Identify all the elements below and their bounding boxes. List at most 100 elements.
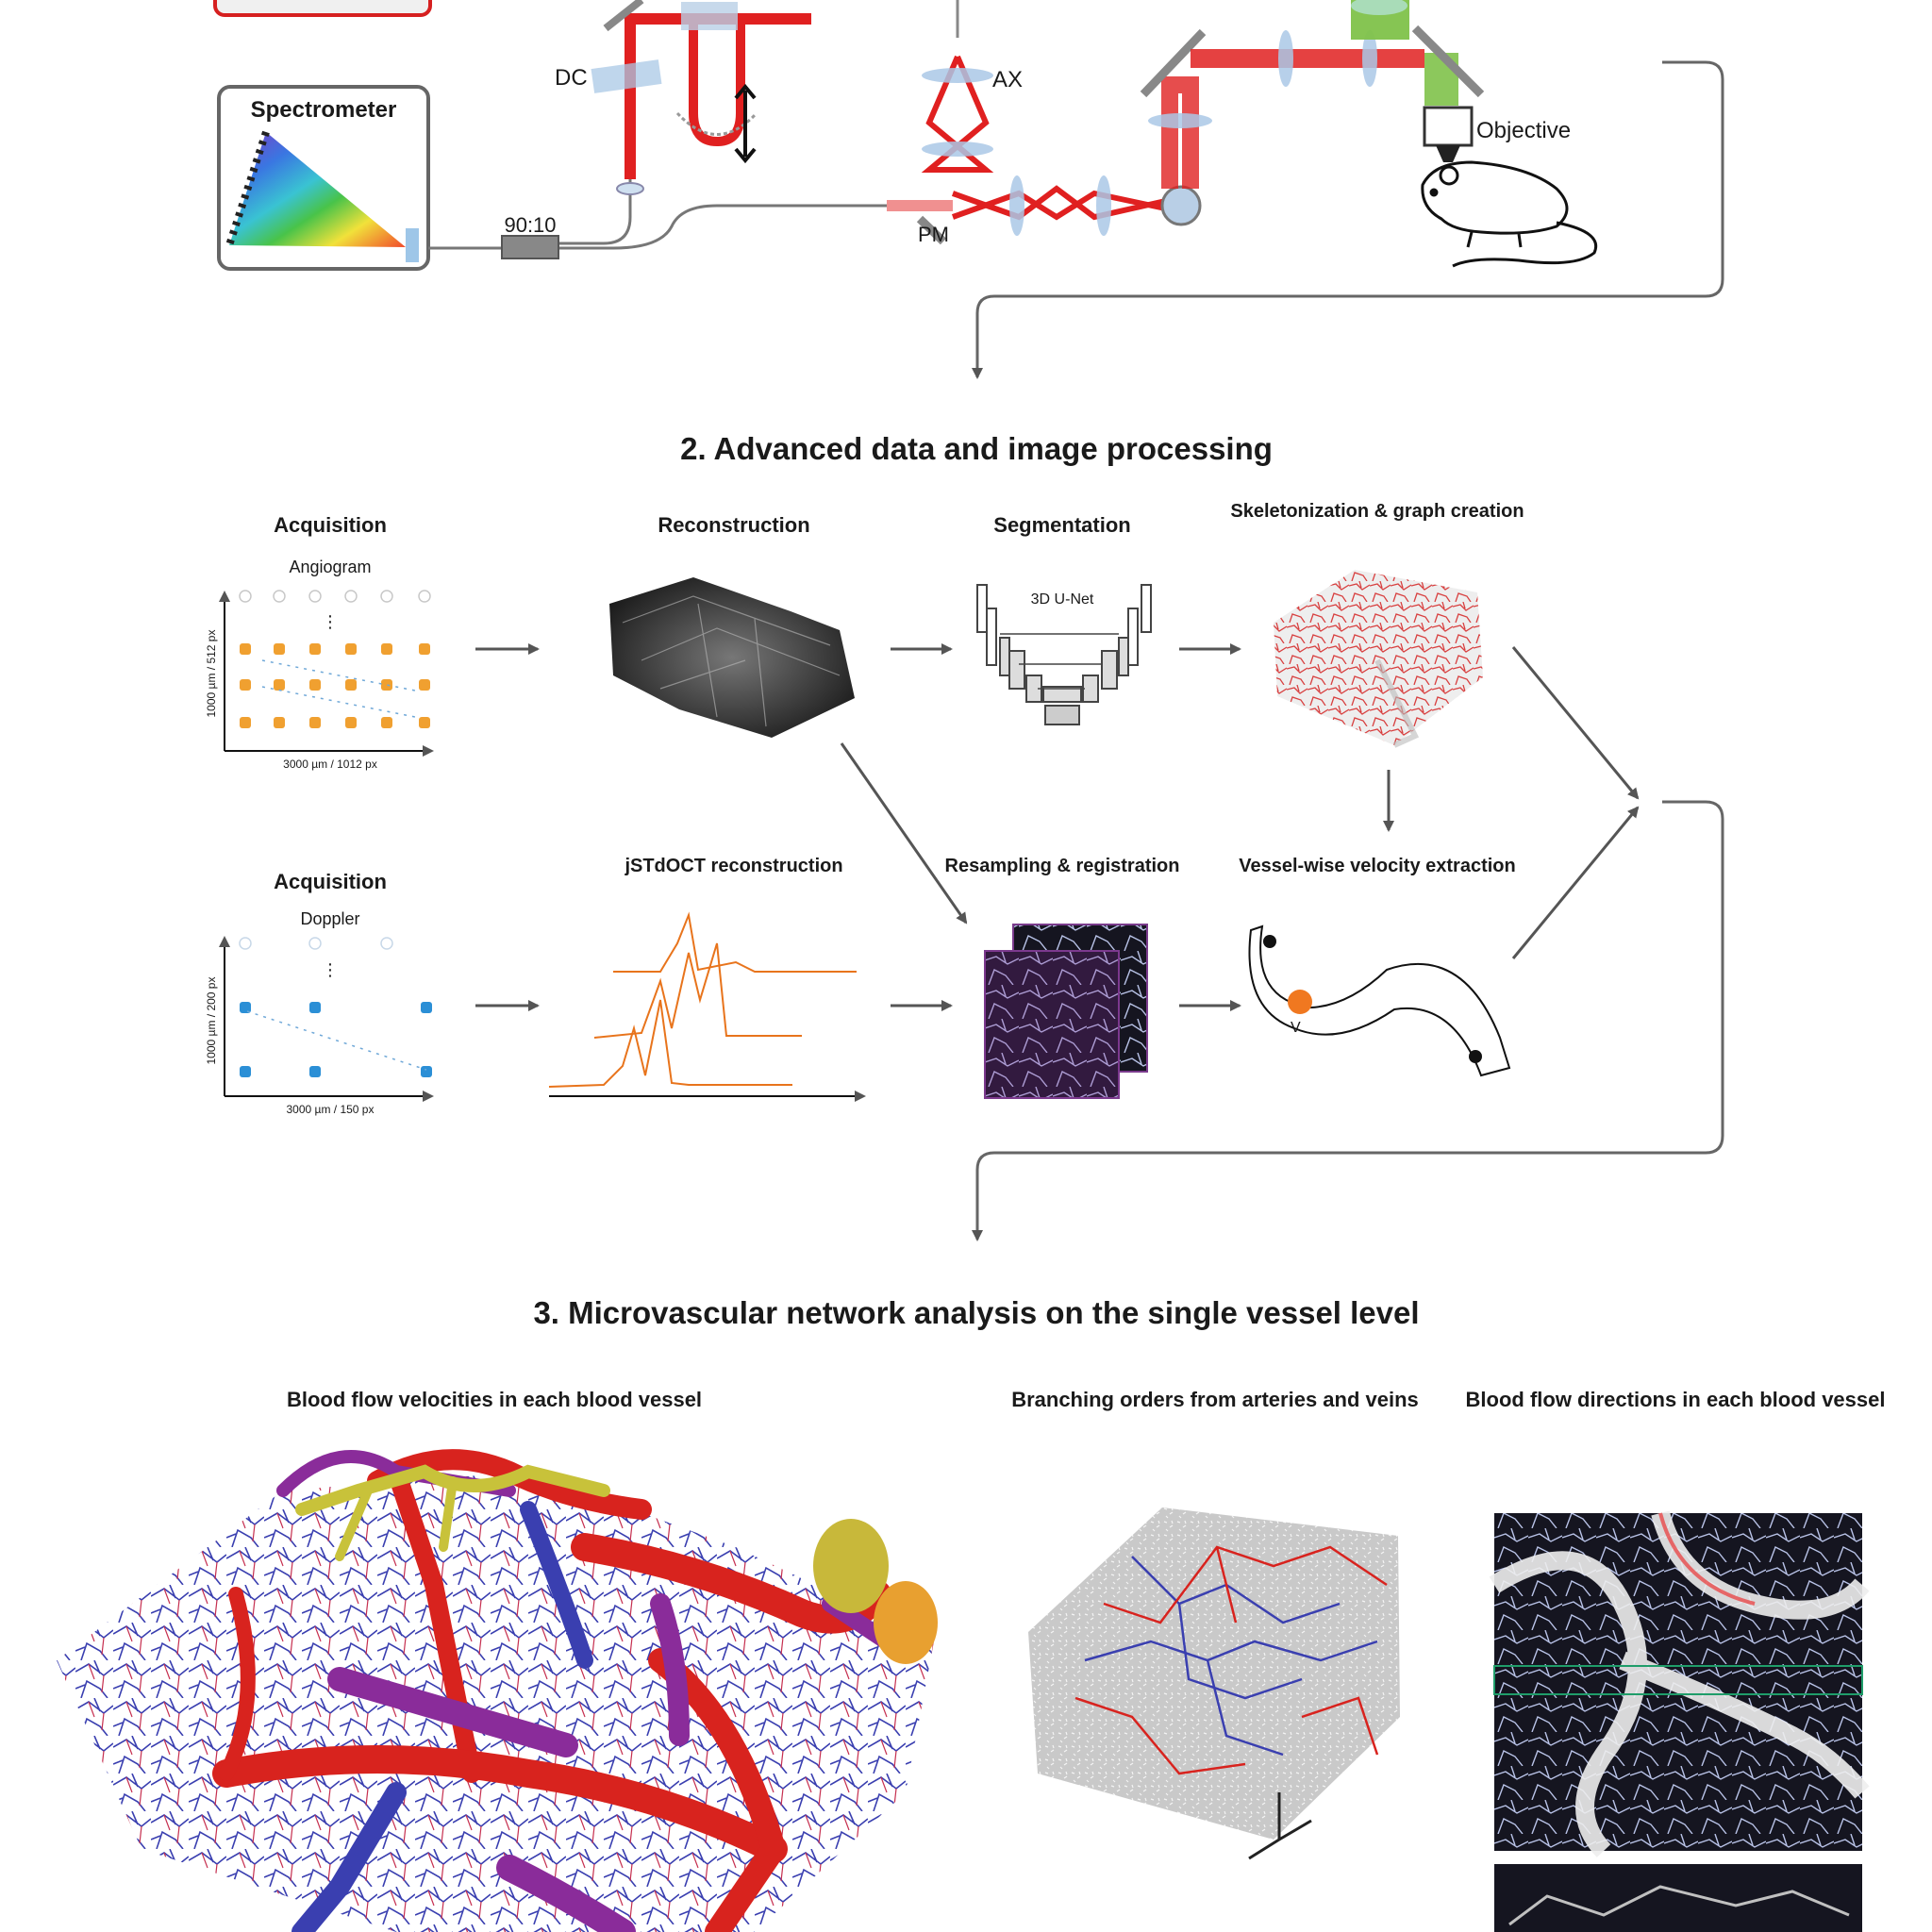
y-axis-label-2: 1000 µm / 200 px [205,977,218,1065]
branching-orders-panel: Branching orders from arteries and veins [1011,1388,1419,1860]
scan-dot [345,679,357,691]
galvo-scanner [1160,185,1202,226]
scan-dot [240,1066,251,1077]
scan-dot [421,1066,432,1077]
panel3-title: Blood flow directions in each blood vess… [1466,1388,1886,1411]
connector-arrow-2 [972,800,1724,1241]
scan-dot [419,717,430,728]
scan-dot [419,679,430,691]
connector-arrow-1 [972,60,1724,379]
y-axis-label: 1000 µm / 512 px [205,630,218,718]
fiber-coupler [501,235,559,259]
large-vessel-end-orange [874,1581,938,1664]
scan-dot [239,937,252,950]
light-source-box [213,0,432,17]
scan-dot [240,717,251,728]
section-2: 2. Advanced data and image processing Ac… [205,431,1724,1241]
scan-dot [273,590,286,603]
dispersion-compensator [591,59,662,93]
segmentation-panel: Segmentation 3D U-Net [976,513,1152,725]
velocity-label: Vessel-wise velocity extraction [1239,856,1516,876]
svg-text:⋮: ⋮ [322,960,339,979]
scan-dot [274,643,285,655]
objective-label: Objective [1476,118,1571,143]
mirror [603,0,644,32]
skeletonization-panel: Skeletonization & graph creation [1230,501,1524,748]
scan-dot [309,717,321,728]
scan-dot [381,717,392,728]
fiber-lines [428,179,887,250]
objective [1423,106,1474,147]
scan-dot [240,643,251,655]
doppler-spectrum-2 [593,942,802,1039]
section-2-title: 2. Advanced data and image processing [680,431,1273,466]
large-vessels [212,1449,895,1932]
scan-dot [274,679,285,691]
process-arrows [475,643,1640,1011]
spectrometer: Spectrometer [217,85,430,271]
section-3: 3. Microvascular network analysis on the… [57,1295,1885,1932]
panel1-title: Blood flow velocities in each blood vess… [287,1388,702,1411]
velocity-panel: Vessel-wise velocity extraction V [1239,856,1516,1077]
scan-dot [381,643,392,655]
scan-dot [345,643,357,655]
segmentation-label: Segmentation [993,513,1130,537]
x-axis-label-2: 3000 µm / 150 px [287,1103,375,1116]
jstdoct-panel: jSTdOCT reconstruction [548,856,866,1102]
scan-dot [380,937,393,950]
diffraction-grating [225,130,270,247]
acquisition-doppler-panel: Acquisition Doppler 1000 µm / 200 px 300… [205,870,434,1116]
flow-directions-panel: Blood flow directions in each blood vess… [1466,1388,1886,1932]
unet-label: 3D U-Net [1031,591,1094,608]
axes-gizmo [1248,1792,1312,1860]
ax-label: AX [992,67,1023,92]
acquisition-label: Acquisition [274,513,387,537]
ax-lens-lower [922,142,993,157]
jstdoct-label: jSTdOCT reconstruction [624,856,842,876]
capillary-network [57,1472,934,1932]
scan-dot [309,1002,321,1013]
reference-mirror [675,111,758,136]
angiogram-scan-dots [239,590,431,728]
scan-dot [308,590,322,603]
doppler-spectrum-1 [548,999,792,1088]
dc-label: DC [555,65,588,91]
reference-arm: DC [555,0,811,195]
resampling-panel: Resampling & registration [945,856,1180,1099]
svg-text:⋮: ⋮ [322,612,339,631]
scan-dot [418,590,431,603]
doppler-spectrum-3 [613,911,857,973]
panel2-title-line: Branching orders from arteries and veins [1011,1388,1419,1411]
velocity-network-panel: Blood flow velocities in each blood vess… [57,1388,938,1932]
resampling-label: Resampling & registration [945,856,1180,876]
scan-dot [309,679,321,691]
registered-image [984,950,1120,1099]
velocity-point [1288,990,1312,1014]
large-vessel-end-yellow [813,1519,889,1613]
pm-label: PM [918,223,949,246]
oct-volume [609,577,855,738]
branching-volume [1028,1507,1400,1840]
coupler-label: 90:10 [504,213,556,237]
mouse-illustration [1421,160,1597,268]
doppler-scan-dots [239,937,432,1077]
reconstruction-panel: Reconstruction [609,513,855,738]
vessel-tube [1248,924,1511,1077]
velocity-symbol: V [1291,1020,1301,1036]
optical-setup: Spectrometer 90:10 DC [213,0,1724,379]
scan-dot [381,679,392,691]
spectrum-fan [229,132,406,247]
spectrometer-label: Spectrometer [251,97,397,123]
scan-dot [240,1002,251,1013]
camera-sensor [406,228,419,262]
doppler-label: Doppler [300,909,359,928]
x-axis-label: 3000 µm / 1012 px [283,758,377,771]
scan-dot [309,643,321,655]
skeleton-label: Skeletonization & graph creation [1230,501,1524,522]
ax-lens-upper [922,68,993,83]
scan-dot [345,717,357,728]
reconstruction-label: Reconstruction [658,513,809,537]
branching-vessels [1074,1545,1388,1775]
scan-dot [274,717,285,728]
